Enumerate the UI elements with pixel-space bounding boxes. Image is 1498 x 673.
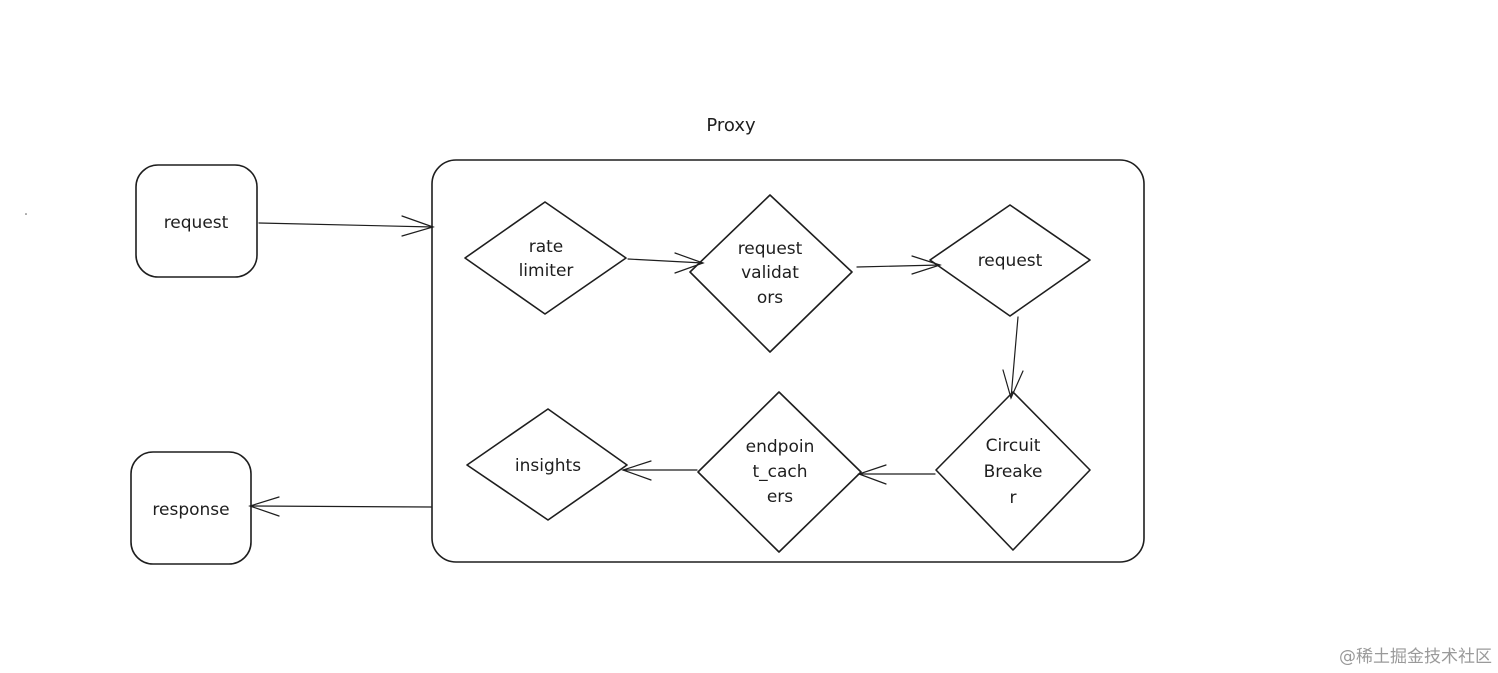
rate-limiter-label-line-1: rate — [529, 237, 564, 257]
response-box-label: response — [152, 500, 229, 520]
endpoint-cachers-diamond[interactable] — [697, 391, 862, 553]
arrow-request-to-proxy — [258, 215, 435, 237]
endpoint-cachers-label-line-2: t_cach — [752, 462, 807, 482]
endpoint-cachers-label-line-1: endpoin — [746, 437, 815, 457]
request-diamond-label: request — [978, 251, 1043, 271]
endpoint-cachers-label-line-3: ers — [767, 487, 793, 507]
circuit-breaker-label-line-1: Circuit — [986, 436, 1041, 456]
proxy-container — [431, 159, 1145, 563]
arrow-request-to-circuit-breaker — [1002, 316, 1024, 400]
request-box-label: request — [164, 213, 229, 233]
circuit-breaker-diamond[interactable] — [935, 391, 1091, 551]
circuit-breaker-label-line-3: r — [1010, 488, 1017, 508]
request-validators-label-line-1: request — [738, 239, 803, 259]
rate-limiter-diamond[interactable] — [464, 201, 627, 315]
request-diamond[interactable] — [929, 204, 1091, 317]
response-box[interactable] — [130, 451, 252, 565]
insights-label: insights — [515, 456, 581, 476]
circuit-breaker-label-line-2: Breake — [984, 462, 1043, 482]
request-box[interactable] — [135, 164, 258, 278]
request-validators-label-line-2: validat — [741, 263, 799, 283]
insights-diamond[interactable] — [466, 408, 628, 521]
stray-dot — [25, 213, 27, 215]
proxy-title: Proxy — [706, 115, 756, 136]
arrow-circuit-breaker-to-cachers — [857, 464, 936, 485]
rate-limiter-label-line-2: limiter — [519, 261, 574, 281]
arrow-proxy-to-response — [248, 496, 432, 517]
request-validators-diamond[interactable] — [689, 194, 853, 353]
request-validators-label-line-3: ors — [757, 288, 783, 308]
arrow-cachers-to-insights — [621, 460, 698, 481]
arrow-validators-to-request — [856, 255, 942, 275]
arrow-rate-limiter-to-validators — [627, 252, 705, 274]
watermark: @稀土掘金技术社区 — [1339, 647, 1492, 667]
